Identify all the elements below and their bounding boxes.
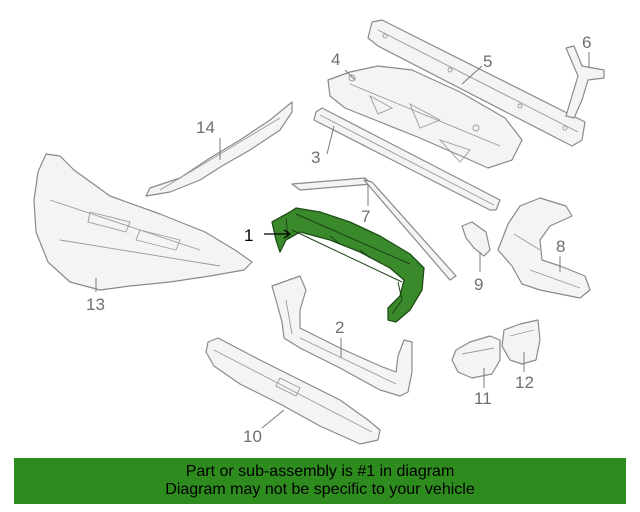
callout-9: 9 [474, 275, 483, 294]
part-3-cross-bar [313, 107, 501, 211]
banner-line-1: Part or sub-assembly is #1 in diagram [185, 463, 455, 480]
banner-line-2: Diagram may not be specific to your vehi… [165, 481, 475, 498]
callout-13: 13 [86, 295, 105, 314]
part-13-lower-shield [33, 153, 253, 291]
part-12-air-duct [501, 319, 541, 365]
part-5-upper-rail [367, 19, 586, 147]
callout-2: 2 [335, 318, 344, 337]
part-2-radiator-support [271, 275, 413, 397]
callout-10: 10 [243, 427, 262, 446]
notice-banner: Part or sub-assembly is #1 in diagram Di… [14, 458, 626, 504]
callout-5: 5 [483, 52, 492, 71]
part-9-small-bracket [461, 221, 491, 257]
callout-1: 1 [244, 226, 253, 245]
part-7-brace [291, 177, 457, 281]
callout-6: 6 [582, 33, 591, 52]
part-4-tie-bar-panel [327, 65, 523, 169]
callout-11: 11 [474, 389, 492, 408]
callout-8: 8 [556, 237, 565, 256]
part-14-shield [145, 101, 293, 197]
callout-4: 4 [331, 50, 340, 69]
part-11-air-duct [451, 335, 501, 379]
callout-14: 14 [196, 118, 215, 137]
callout-3: 3 [311, 148, 320, 167]
callout-12: 12 [515, 373, 534, 392]
parts-diagram: 1 2 3 4 5 6 7 8 9 10 11 12 13 14 [33, 19, 605, 446]
part-6-bracket [565, 45, 605, 119]
part-1-bumper-beam [271, 207, 425, 323]
part-8-side-bracket [497, 197, 591, 299]
callout-7: 7 [361, 207, 370, 226]
part-10-lower-beam [205, 337, 381, 445]
